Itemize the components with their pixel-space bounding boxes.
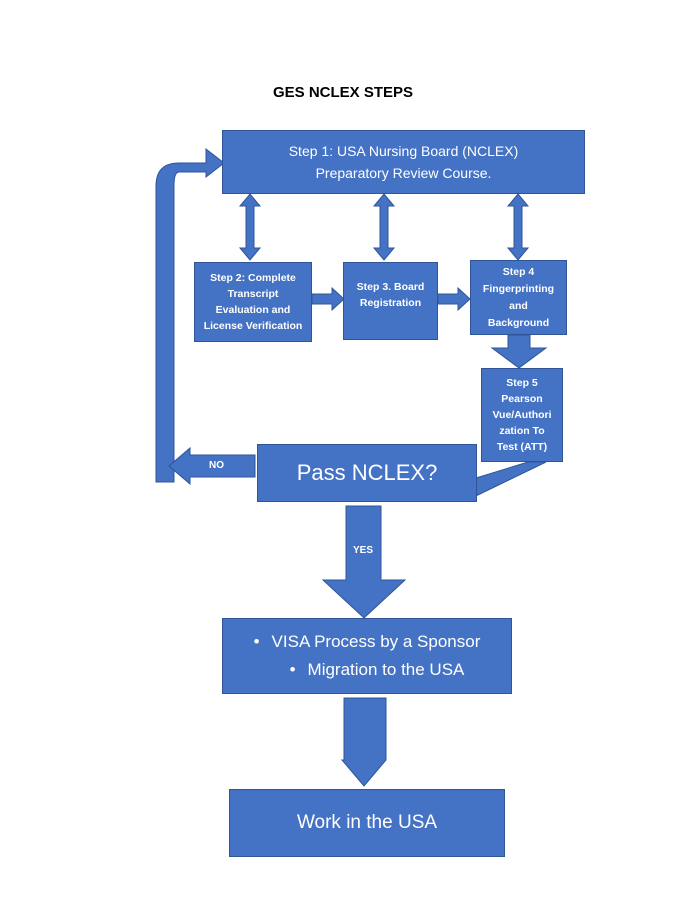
step1-box: Step 1: USA Nursing Board (NCLEX) Prepar… xyxy=(222,130,585,194)
work-box: Work in the USA xyxy=(229,789,505,857)
step2-line: License Verification xyxy=(203,320,303,332)
visa-box: VISA Process by a Sponsor Migration to t… xyxy=(222,618,512,694)
step4-line: Background xyxy=(487,316,550,329)
loop-back-arrow xyxy=(155,147,225,483)
step4-line: Fingerprinting xyxy=(482,282,555,295)
step5-line: Pearson xyxy=(501,393,543,405)
step5-line: Vue/Authori xyxy=(492,409,552,421)
yes-arrow xyxy=(321,505,407,619)
decision-label: Pass NCLEX? xyxy=(296,460,438,485)
yes-label: YES xyxy=(353,545,374,556)
visa-list: VISA Process by a Sponsor Migration to t… xyxy=(254,628,481,684)
decision-box: Pass NCLEX? xyxy=(257,444,477,502)
work-label: Work in the USA xyxy=(296,812,438,833)
step5-line: zation To xyxy=(499,425,545,437)
double-arrow-step1-step4 xyxy=(506,193,530,261)
no-arrow xyxy=(168,446,256,486)
step1-line2: Preparatory Review Course. xyxy=(315,165,492,181)
double-arrow-step1-step3 xyxy=(372,193,396,261)
arrow-visa-work xyxy=(340,697,387,787)
double-arrow-step1-step2 xyxy=(238,193,262,261)
step3-box: Step 3. Board Registration xyxy=(343,262,438,340)
connector-step5-decision xyxy=(475,461,547,497)
arrow-step3-step4 xyxy=(437,286,471,312)
step2-line: Transcript xyxy=(227,288,279,300)
step4-box: Step 4 Fingerprinting and Background xyxy=(470,260,567,335)
visa-item: VISA Process by a Sponsor xyxy=(254,628,481,656)
step2-line: Step 2: Complete xyxy=(210,272,296,284)
step4-line: and xyxy=(509,299,528,312)
step3-line: Step 3. Board xyxy=(356,281,425,293)
step5-line: Test (ATT) xyxy=(496,441,548,453)
step5-box: Step 5 Pearson Vue/Authori zation To Tes… xyxy=(481,368,563,462)
step4-line: Step 4 xyxy=(502,265,535,278)
step2-line: Evaluation and xyxy=(215,304,291,316)
step5-line: Step 5 xyxy=(506,377,538,389)
visa-item: Migration to the USA xyxy=(254,656,481,684)
arrow-step2-step3 xyxy=(311,286,345,312)
no-label: NO xyxy=(209,460,224,471)
page-title: GES NCLEX STEPS xyxy=(272,84,414,101)
step2-box: Step 2: Complete Transcript Evaluation a… xyxy=(194,262,312,342)
arrow-step4-step5 xyxy=(490,334,548,369)
step1-line1: Step 1: USA Nursing Board (NCLEX) xyxy=(288,143,519,159)
step3-line: Registration xyxy=(359,297,422,309)
